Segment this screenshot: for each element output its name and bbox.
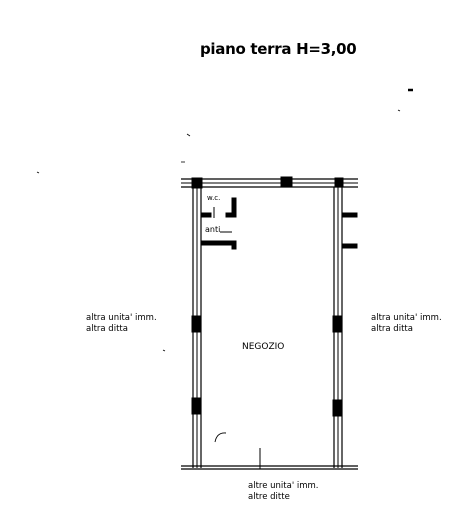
bottom-wall — [181, 448, 358, 470]
room-label-anti: anti — [205, 225, 221, 234]
neighbor-bottom: altre unita' imm. altre ditte — [248, 481, 318, 503]
neighbor-left-line2: altra ditta — [86, 324, 128, 334]
stray-marks — [36, 88, 413, 352]
top-wall — [181, 176, 358, 189]
right-wall — [332, 187, 358, 468]
neighbor-left: altra unita' imm. altra ditta — [86, 313, 157, 335]
wc-partitions — [200, 197, 237, 250]
neighbor-right-line2: altra ditta — [371, 324, 413, 334]
left-wall — [191, 187, 202, 468]
neighbor-right: altra unita' imm. altra ditta — [371, 313, 442, 335]
neighbor-bottom-line2: altre ditte — [248, 492, 290, 502]
neighbor-left-line1: altra unita' imm. — [86, 313, 157, 323]
door-swing — [214, 432, 227, 443]
room-label-wc: w.c. — [207, 194, 221, 202]
neighbor-bottom-line1: altre unita' imm. — [248, 481, 319, 491]
plan-title: piano terra H=3,00 — [200, 40, 357, 58]
room-label-negozio: NEGOZIO — [242, 342, 285, 352]
neighbor-right-line1: altra unita' imm. — [371, 313, 442, 323]
